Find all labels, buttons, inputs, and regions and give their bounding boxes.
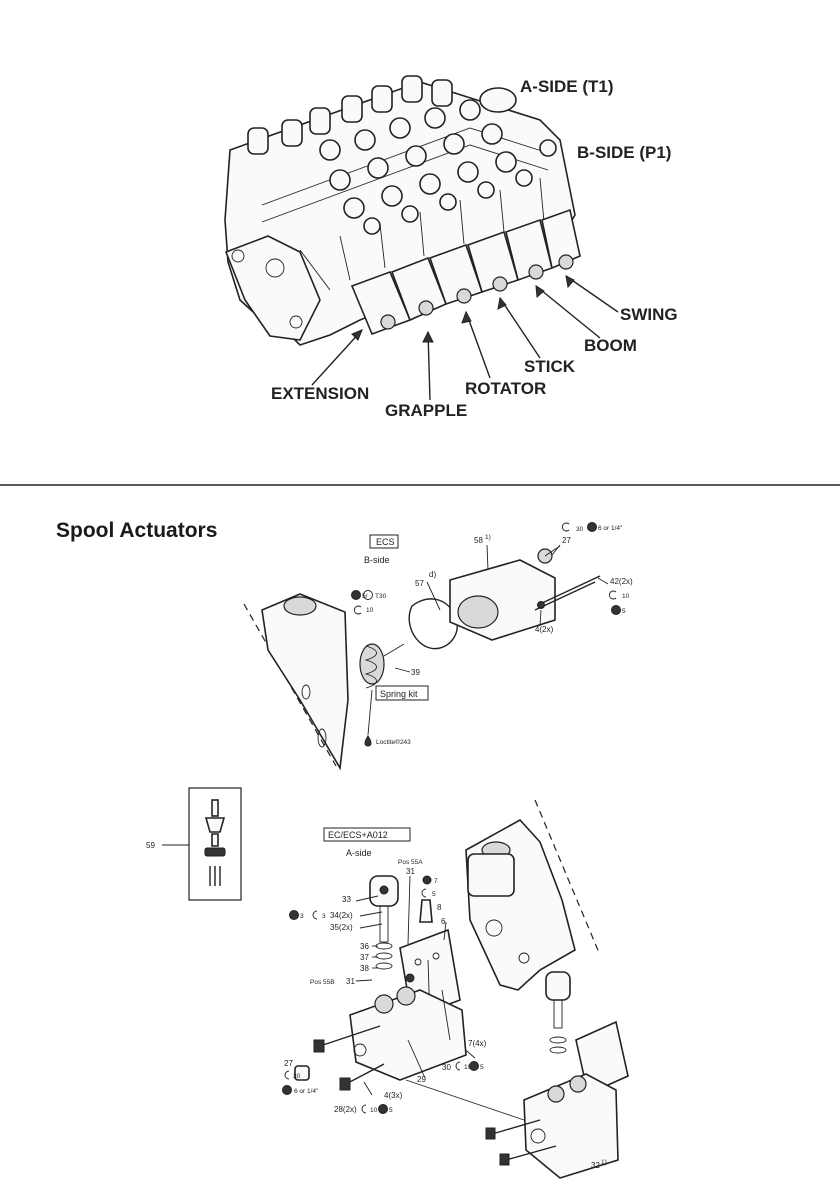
part-4-b: 4(2x): [535, 625, 554, 634]
label-stick: STICK: [524, 357, 576, 376]
part-38: 38: [360, 964, 369, 973]
part-58: 58: [474, 536, 483, 545]
part-32: 32: [591, 1161, 600, 1170]
tool-5b-b: 5/: [362, 593, 368, 600]
tool-30-b: 30: [576, 526, 584, 533]
tool-3-a: 3: [300, 913, 304, 920]
part-39: 39: [411, 668, 420, 677]
spring-kit-box: [375, 685, 429, 701]
part-59-drawing: [204, 799, 226, 886]
loctite-label: Loctite®243: [376, 738, 411, 746]
tool-10c-b: 10: [366, 607, 374, 614]
part-7: 7(4x): [468, 1039, 487, 1048]
tool-6-a: 6 or 1/4": [294, 1088, 319, 1095]
note-d: d): [429, 570, 436, 579]
a-side-label: A-side: [346, 848, 372, 858]
pos-55b: Pos 55B: [310, 979, 335, 986]
part-27-b: 27: [562, 536, 571, 545]
part-6: 6: [441, 917, 446, 926]
ecs-box-label: ECS: [376, 537, 395, 547]
part-30-a: 30: [442, 1063, 451, 1072]
label-a-side: A-SIDE (T1): [520, 77, 614, 96]
part-57: 57: [415, 579, 424, 588]
tool-5c-a: 5: [480, 1064, 484, 1071]
part-8: 8: [437, 903, 442, 912]
part-32-note: 1): [601, 1159, 607, 1166]
tool-5-a: 5: [432, 891, 436, 898]
tool-10-a: 10: [464, 1064, 472, 1071]
spool-actuators: [350, 208, 581, 336]
part-28: 28(2x): [334, 1105, 357, 1114]
part-42: 42(2x): [610, 577, 633, 586]
section-title: Spool Actuators: [56, 519, 218, 542]
label-extension: EXTENSION: [271, 384, 369, 403]
tool-3-b: 3: [322, 913, 326, 920]
tool-10-b: 10: [622, 593, 630, 600]
part-31-a: 31: [406, 867, 415, 876]
tool-t30-b: T30: [375, 593, 387, 600]
a-side-assembly: [282, 799, 629, 1179]
part-35: 35(2x): [330, 923, 353, 932]
part-33: 33: [342, 895, 351, 904]
pos-55a: Pos 55A: [398, 859, 423, 866]
label-b-side: B-SIDE (P1): [577, 143, 671, 162]
tool-5-b: 5: [622, 608, 626, 615]
part-27-a: 27: [284, 1059, 293, 1068]
part-36: 36: [360, 942, 369, 951]
spring-kit-label: Spring kit: [380, 689, 418, 699]
label-swing: SWING: [620, 305, 678, 324]
part-31-b: 31: [346, 977, 355, 986]
part-37: 37: [360, 953, 369, 962]
top-caps: [247, 75, 517, 155]
part-58-note: 1): [485, 534, 491, 541]
tool-10b-a: 10: [370, 1107, 378, 1114]
label-rotator: ROTATOR: [465, 379, 546, 398]
part-34: 34(2x): [330, 911, 353, 920]
ec-box: [323, 827, 411, 842]
part-29: 29: [417, 1075, 426, 1084]
label-grapple: GRAPPLE: [385, 401, 467, 420]
ec-box-label: EC/ECS+A012: [328, 830, 388, 840]
tool-30-a: 30: [293, 1073, 301, 1080]
ecs-box: [369, 534, 399, 549]
part-59: 59: [146, 841, 155, 850]
tool-6-b: 6 or 1/4": [598, 525, 623, 532]
port-plugs: [319, 99, 557, 235]
label-boom: BOOM: [584, 336, 637, 355]
control-valve-drawing: [224, 75, 581, 346]
part-4-a: 4(3x): [384, 1091, 403, 1100]
valve-leader-arrows: [311, 275, 619, 401]
b-side-label: B-side: [364, 555, 390, 565]
b-side-assembly: [243, 522, 621, 771]
spring-kit-part: [359, 643, 405, 689]
tool-5d-a: 5: [389, 1107, 393, 1114]
tool-7: 7: [434, 878, 438, 885]
